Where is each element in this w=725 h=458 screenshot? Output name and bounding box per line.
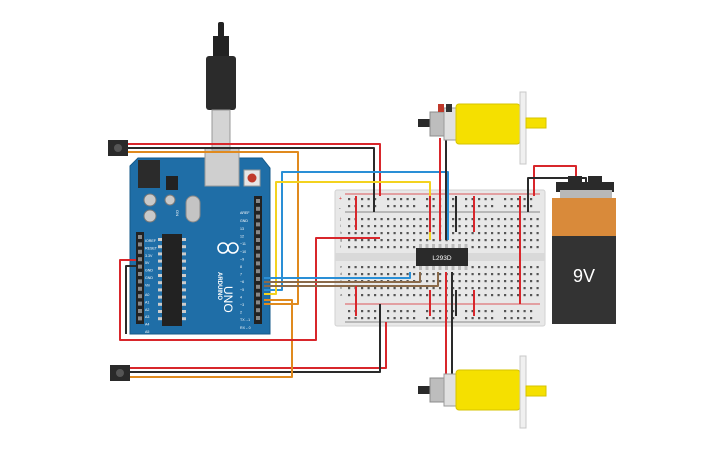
wire-in4[interactable]: [264, 272, 439, 287]
pin-label: 13: [240, 227, 244, 231]
aref-label: AREF: [240, 211, 250, 215]
row-letter: j: [339, 216, 341, 221]
pin-label: RX←0: [240, 326, 251, 330]
pin-label: 5V: [145, 261, 150, 265]
pin-label: A0: [145, 293, 149, 297]
pin-label: A3: [145, 315, 149, 319]
power-jack: [138, 160, 160, 188]
row-letter: e: [340, 264, 343, 269]
pin-label: GND: [145, 269, 153, 273]
dc-motor-bottom[interactable]: [418, 355, 547, 429]
pin-label: A4: [145, 323, 149, 327]
pin-label: 4: [240, 295, 242, 299]
board-brand: ARDUINO: [216, 272, 222, 300]
regulator: [166, 176, 178, 190]
wire-sensor2-signal[interactable]: [130, 299, 293, 378]
capacitor: [164, 194, 176, 206]
wires: [119, 138, 587, 378]
rail-plus-label: +: [339, 196, 342, 202]
row-letter: h: [340, 230, 342, 235]
on-label: ON: [175, 210, 180, 216]
board-model: UNO: [221, 286, 235, 313]
dc-motor-top[interactable]: [418, 91, 547, 165]
battery-9v[interactable]: 9V: [552, 176, 616, 324]
wire-sensor1-signal[interactable]: [128, 151, 299, 305]
reset-button[interactable]: [247, 173, 257, 183]
pin-label: ~6: [240, 280, 244, 284]
pin-label: RESET: [145, 246, 158, 250]
gnd-label: GND: [240, 219, 248, 223]
wire-sensor1-gnd[interactable]: [128, 147, 375, 212]
power-pin-labels: IOREF RESET 3.3V 5V GND GND Vin: [145, 239, 158, 287]
pin-label: ~3: [240, 303, 244, 307]
arduino-uno-board[interactable]: ARDUINO UNO ON 13 12 ~11 ~10 ~9 8 7 ~6 ~5 4 ~3 2TX→…: [129, 147, 271, 335]
header-pins: [138, 199, 260, 321]
usb-cable[interactable]: [206, 22, 236, 151]
pin-label: 12: [240, 235, 244, 239]
wire-sensor1-vcc[interactable]: [128, 143, 381, 196]
usb-port: [204, 147, 240, 187]
atmega-pins: [158, 238, 186, 321]
sensor-top[interactable]: [108, 140, 128, 156]
pin-label: GND: [145, 276, 153, 280]
pin-label: ~5: [240, 288, 244, 292]
pin-label: A1: [145, 300, 149, 304]
row-letter: a: [340, 292, 343, 297]
crystal: [185, 195, 201, 223]
wire-sensor2-vcc[interactable]: [130, 322, 387, 369]
pin-label: A2: [145, 308, 149, 312]
power-analog-header: [136, 232, 144, 324]
pin-label: TX→1: [240, 318, 250, 322]
battery-label: 9V: [573, 266, 595, 286]
capacitor: [143, 209, 157, 223]
wire-5v[interactable]: [119, 237, 380, 341]
pin-label: ~10: [240, 250, 246, 254]
rail-minus-label: -: [339, 206, 341, 212]
pin-label: A5: [145, 330, 149, 334]
chip-label: L293D: [432, 255, 451, 262]
row-letter: c: [340, 278, 342, 283]
digital-pin-labels: 13 12 ~11 ~10 ~9 8 7 ~6 ~5 4 ~3 2TX→1RX←0 AREF GND: [240, 211, 251, 330]
row-letter: f: [340, 244, 342, 249]
row-letter: g: [340, 237, 342, 242]
row-letter: d: [340, 271, 342, 276]
pin-label: ~11: [240, 242, 246, 246]
pin-label: ~9: [240, 257, 244, 261]
atmega-chip: [162, 234, 182, 326]
sensor-bottom[interactable]: [110, 365, 130, 381]
pin-label: Vin: [145, 283, 150, 287]
wire-gnd[interactable]: [125, 265, 136, 334]
pin-label: 2: [240, 311, 242, 315]
digital-header: [254, 196, 262, 324]
pin-label: 7: [240, 273, 242, 277]
row-letter: i: [340, 223, 341, 228]
wire-sensor2-gnd[interactable]: [130, 304, 381, 373]
l293d-chip[interactable]: L293D: [416, 244, 468, 270]
wire-in3[interactable]: [264, 272, 421, 283]
arduino-logo-icon: [217, 242, 239, 254]
wire-enable[interactable]: [264, 272, 411, 279]
pin-label: 3.3V: [145, 254, 153, 258]
pin-label: IOREF: [145, 239, 157, 243]
capacitor: [143, 193, 157, 207]
pin-label: 8: [240, 265, 242, 269]
row-letter: b: [340, 285, 343, 290]
